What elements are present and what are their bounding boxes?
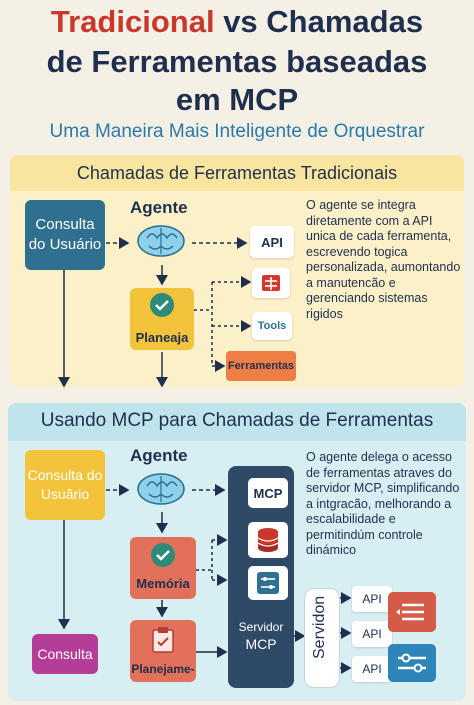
settings-card xyxy=(248,566,288,600)
database-card xyxy=(252,268,290,298)
list-icon xyxy=(396,603,424,621)
mcp-heading: Usando MCP para Chamadas de Ferramentas xyxy=(40,410,434,431)
tuning-tool-card xyxy=(388,644,436,682)
list-tool-card xyxy=(388,592,436,632)
api-pill-3: API xyxy=(352,656,392,682)
title-vs: vs Chamadas xyxy=(214,4,424,39)
memory-label: Memória xyxy=(136,576,190,591)
consulta-box: Consulta xyxy=(32,634,98,674)
mcp-agent-label: Agente xyxy=(130,446,188,465)
traditional-heading: Chamadas de Ferramentas Tradicionais xyxy=(76,163,398,183)
api-pill-1: API xyxy=(352,586,392,612)
user-query-label: Consulta do Usuário xyxy=(28,216,102,253)
ferramentas-box: Ferramentas xyxy=(226,351,296,381)
traditional-panel-header xyxy=(10,155,464,191)
title-line-2: de Ferramentas baseadas xyxy=(46,44,428,79)
traditional-panel xyxy=(10,155,464,387)
sliders-icon xyxy=(257,572,279,594)
api-pill-2: API xyxy=(352,621,392,647)
title-line-3: em MCP xyxy=(175,82,299,117)
mcp-database-card xyxy=(248,522,288,558)
agent-label: Agente xyxy=(130,198,188,217)
tuning-icon xyxy=(398,653,426,673)
consulta-label: Consulta xyxy=(37,646,93,662)
planning-label: Planejame- xyxy=(131,662,195,676)
memory-check-icon xyxy=(151,543,175,567)
check-icon xyxy=(150,293,174,317)
mcp-panel-header xyxy=(8,403,466,441)
clipboard-icon xyxy=(152,627,174,653)
brain-icon xyxy=(137,225,185,257)
ferramentas-label: Ferramentas xyxy=(227,360,295,372)
server-label-1: Servidor xyxy=(238,620,284,634)
mcp-description: O agente delega o acesso de ferramentas … xyxy=(306,450,460,557)
title-line-1: Tradicional vs Chamadas xyxy=(0,4,474,40)
mcp-card: MCP xyxy=(248,478,288,508)
servidor-card xyxy=(304,588,340,688)
tools-card: Tools xyxy=(252,312,292,340)
server-label-2: MCP xyxy=(245,636,277,652)
traditional-description: O agente se integra diretamente com a AP… xyxy=(306,198,461,321)
title-highlight: Tradicional xyxy=(50,4,215,39)
mcp-brain-icon xyxy=(137,473,185,505)
api-card: API xyxy=(250,226,294,258)
database-icon xyxy=(257,528,279,552)
subtitle: Uma Maneira Mais Inteligente de Orquestr… xyxy=(49,121,425,142)
mcp-user-query-box: Consulta do Usuãrio xyxy=(25,450,105,520)
plan-label: Planeaja xyxy=(135,330,189,345)
user-query-box: Consulta do Usuário xyxy=(25,200,105,270)
tools-label: Tools xyxy=(257,320,287,332)
mcp-user-query-label: Consulta do Usuãrio xyxy=(27,467,103,502)
servidor-label: Servidon xyxy=(311,595,328,659)
database-icon xyxy=(262,275,280,291)
